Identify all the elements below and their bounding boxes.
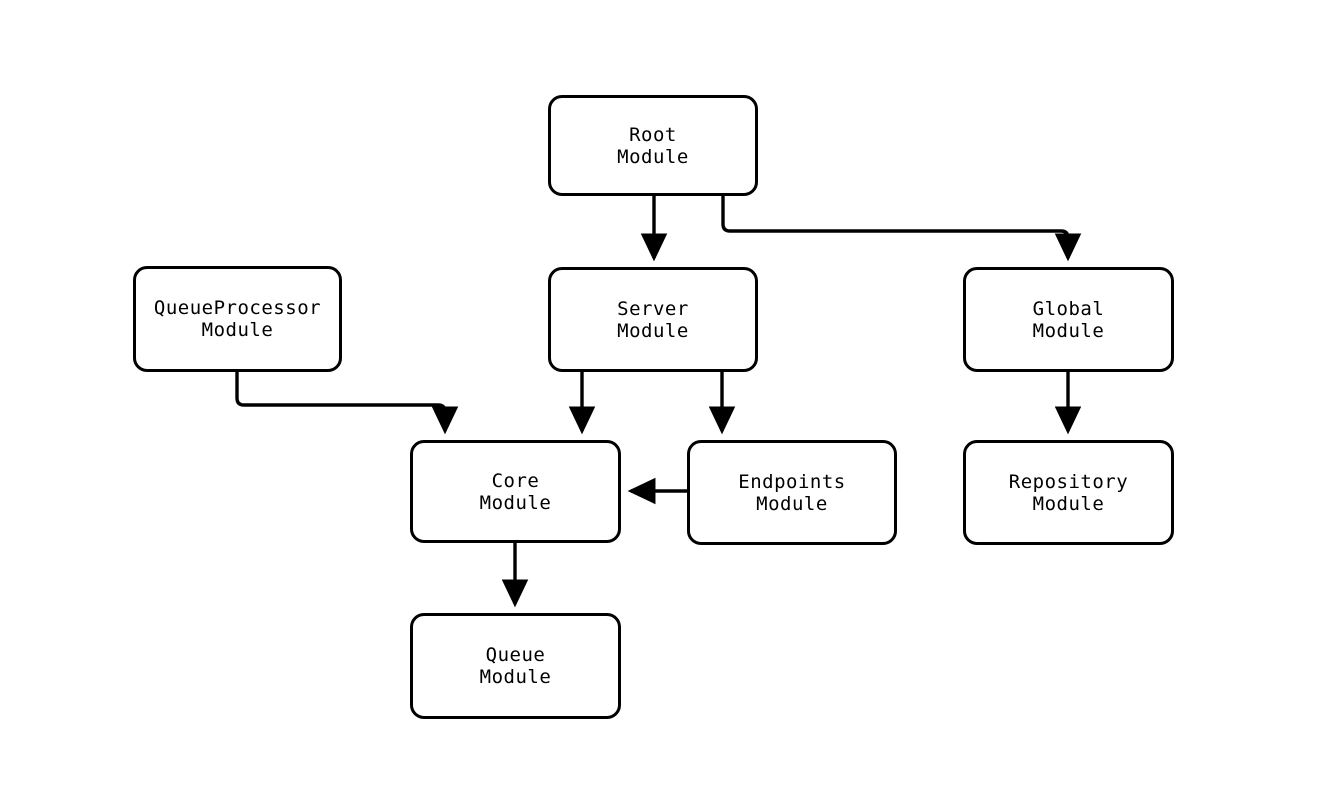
node-queue[interactable]: Queue Module [410, 613, 621, 719]
node-repository[interactable]: Repository Module [963, 440, 1174, 545]
node-root[interactable]: Root Module [548, 95, 758, 196]
node-queue-subtitle: Module [479, 666, 552, 688]
node-server[interactable]: Server Module [548, 267, 758, 372]
edge-root-to-global [721, 196, 1082, 262]
node-core-subtitle: Module [479, 491, 552, 514]
edge-queueprocessor-to-core [235, 372, 459, 435]
node-global-title: Global [1032, 297, 1105, 320]
node-queueprocessor-subtitle: Module [201, 319, 274, 341]
node-queueprocessor-title: QueueProcessor [153, 297, 322, 319]
node-core-title: Core [491, 469, 540, 492]
node-root-subtitle: Module [617, 145, 689, 168]
node-root-title: Root [629, 123, 677, 146]
node-server-title: Server [617, 297, 689, 320]
node-repository-subtitle: Module [1032, 492, 1105, 515]
node-queue-title: Queue [485, 644, 546, 666]
node-repository-title: Repository [1008, 470, 1129, 493]
node-queueprocessor[interactable]: QueueProcessor Module [133, 266, 342, 372]
node-server-subtitle: Module [617, 319, 689, 342]
node-endpoints-subtitle: Module [756, 492, 828, 515]
node-endpoints[interactable]: Endpoints Module [687, 440, 897, 545]
node-global[interactable]: Global Module [963, 267, 1174, 372]
node-core[interactable]: Core Module [410, 440, 621, 543]
node-global-subtitle: Module [1032, 319, 1105, 342]
node-endpoints-title: Endpoints [738, 470, 846, 493]
